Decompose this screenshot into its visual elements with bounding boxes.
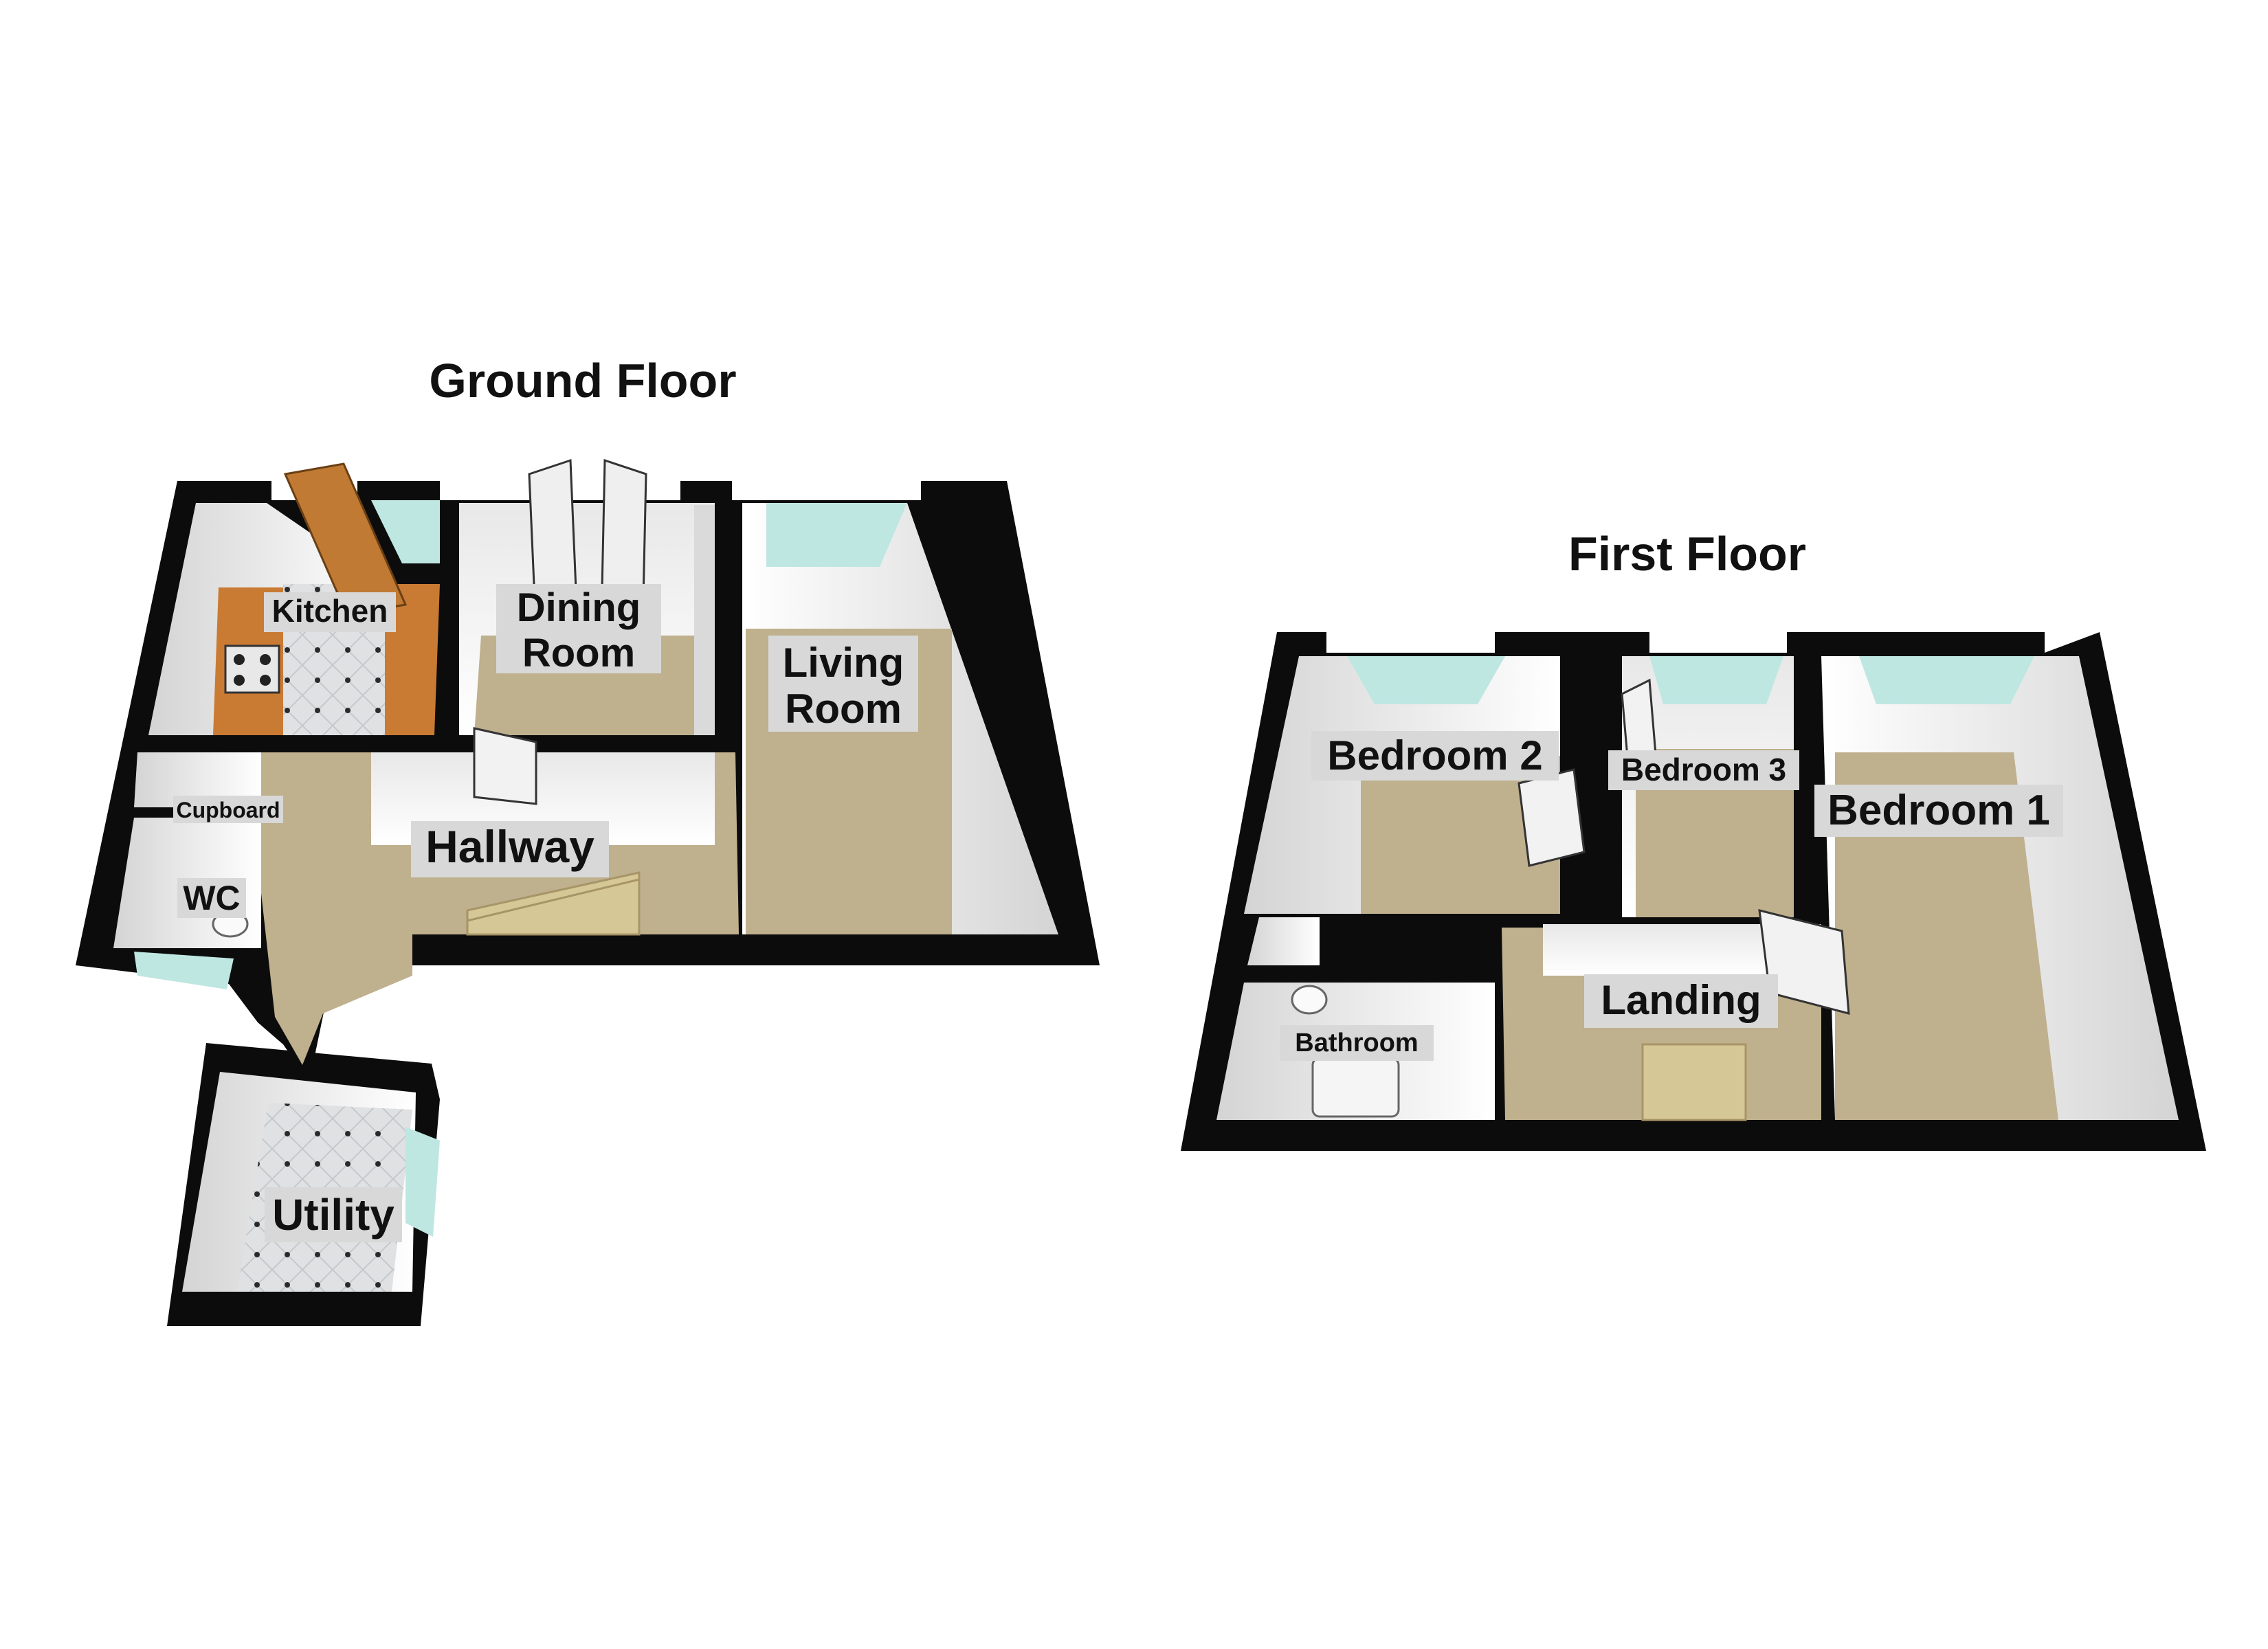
bathtub-icon — [1311, 1057, 1400, 1118]
ground-floor-title: Ground Floor — [429, 354, 736, 407]
bedroom-1-label: Bedroom 1 — [1827, 787, 2050, 834]
cupboard-label: Cupboard — [176, 798, 280, 822]
hallway-door-icon — [473, 727, 537, 805]
utility-room — [182, 1072, 440, 1292]
staircase-icon — [466, 871, 641, 936]
dining-room-label-line-1: Dining — [517, 585, 641, 630]
living-room-label-line-2: Room — [785, 686, 902, 732]
kitchen-label: Kitchen — [272, 593, 388, 629]
landing-staircase-icon — [1641, 1043, 1747, 1121]
ground-floor-plan: Kitchen Dining Room Living Room Hallway … — [76, 354, 1100, 1326]
bedroom-2-label: Bedroom 2 — [1327, 732, 1542, 778]
bedroom-3-window-icon — [1649, 656, 1783, 704]
ground-floor-labels: Kitchen Dining Room Living Room Hallway … — [173, 584, 918, 1242]
bathroom-label: Bathroom — [1295, 1029, 1418, 1057]
first-floor-labels: Bedroom 2 Bedroom 3 Bedroom 1 Landing Ba… — [1280, 731, 2063, 1061]
bedroom-2-room — [1244, 656, 1586, 914]
first-floor-title: First Floor — [1568, 527, 1806, 581]
cupboard-room — [134, 752, 261, 807]
utility-label: Utility — [272, 1190, 394, 1239]
landing-door-icon — [1758, 909, 1850, 1015]
first-floor-plan: Bedroom 2 Bedroom 3 Bedroom 1 Landing Ba… — [1181, 527, 2206, 1151]
hallway-room — [261, 727, 739, 1065]
bedroom-3-label: Bedroom 3 — [1621, 752, 1786, 787]
first-floor-cupboard — [1247, 917, 1320, 965]
wc-window-icon — [134, 952, 234, 989]
living-room-label-line-1: Living — [783, 640, 904, 686]
kitchen-window-icon — [371, 500, 440, 563]
living-window-icon — [766, 503, 907, 567]
bedroom-2-window-icon — [1347, 656, 1505, 704]
bedroom-1-room — [1821, 656, 2179, 1120]
bedroom-2-door-icon — [1517, 768, 1586, 867]
bedroom-1-window-icon — [1859, 656, 2034, 704]
utility-window-icon — [405, 1127, 440, 1237]
kitchen-door-icon — [283, 462, 408, 616]
wc-label: WC — [183, 879, 240, 917]
dining-room-label-line-2: Room — [522, 631, 635, 675]
landing-label: Landing — [1601, 977, 1761, 1023]
hallway-label: Hallway — [425, 821, 594, 872]
hob-icon — [224, 644, 280, 694]
bathroom-toilet-icon — [1291, 985, 1328, 1015]
